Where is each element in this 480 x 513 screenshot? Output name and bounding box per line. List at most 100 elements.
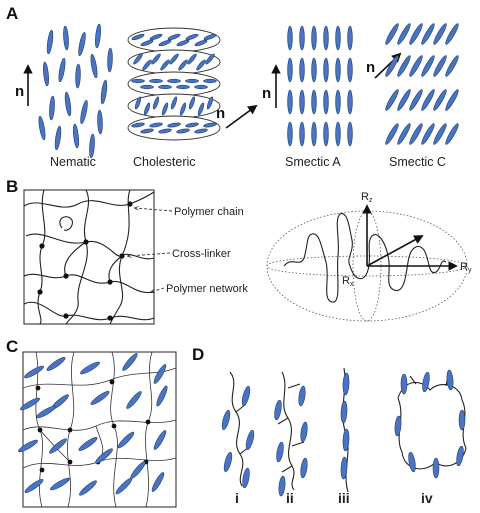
cholesteric-mesogen	[187, 53, 197, 65]
smectic-a-mesogen	[323, 121, 329, 147]
side-chain-mesogen	[298, 385, 306, 407]
smectic-c-mesogens	[385, 23, 459, 145]
nematic-mesogen	[46, 29, 54, 55]
architecture-i: i	[221, 371, 255, 506]
smectic-c-mesogen	[445, 123, 459, 145]
smectic-a-mesogen	[299, 57, 305, 83]
side-chain-mesogen	[300, 421, 308, 443]
nematic-mesogen	[107, 47, 113, 73]
caption-i: i	[235, 490, 239, 506]
smectic-c-mesogen	[397, 123, 411, 145]
caption-iii: iii	[338, 490, 350, 506]
smectic-a-mesogen	[311, 57, 317, 83]
smectic-a-mesogen	[335, 57, 341, 83]
lce-mesogen	[117, 431, 135, 449]
smectic-a-mesogen	[299, 121, 305, 147]
cholesteric-mesogen	[203, 122, 217, 128]
cholesteric-mesogen	[176, 128, 190, 134]
smectic-c-mesogen	[397, 89, 411, 111]
nematic-mesogen	[38, 115, 46, 141]
ring-mesogen	[400, 373, 408, 395]
lce-network-chains	[22, 351, 177, 508]
smectic-c-mesogen	[433, 23, 447, 45]
cholesteric-mesogen	[203, 78, 217, 84]
side-chain-mesogen	[300, 457, 308, 479]
smectic-a-mesogen	[287, 121, 293, 147]
cholesteric-mesogen	[158, 39, 172, 47]
panel-a: A n Nematic n Cholesteric n Smectic A n	[6, 4, 459, 169]
cholesteric-mesogen	[142, 59, 152, 71]
nematic-mesogen	[63, 25, 69, 51]
cholesteric-mesogen	[176, 84, 190, 90]
cholesteric-mesogen	[149, 122, 163, 128]
panel-b-label: B	[6, 177, 18, 196]
smectic-a-mesogen	[311, 25, 317, 51]
lce-mesogen	[153, 364, 167, 384]
lce-mesogen	[130, 461, 146, 479]
lce-mesogen	[122, 353, 138, 371]
side-chain-mesogen	[223, 452, 233, 472]
lce-mesogens	[18, 353, 168, 496]
nematic-mesogen	[49, 95, 55, 121]
lce-mesogen	[78, 437, 98, 451]
smectic-c-mesogen	[421, 23, 435, 45]
cholesteric-mesogen	[185, 122, 199, 128]
main-chain-mesogen	[340, 456, 348, 480]
cholesteric-mesogen	[160, 59, 170, 71]
architecture-iii: iii	[338, 367, 350, 506]
caption-cholesteric: Cholesteric	[133, 155, 196, 169]
smectic-c-mesogen	[385, 123, 399, 145]
side-chain-mesogen	[221, 410, 231, 430]
lce-mesogen	[46, 357, 66, 371]
cholesteric-mesogen	[194, 39, 208, 47]
cholesteric-mesogen	[140, 39, 154, 47]
lce-network-box	[22, 351, 177, 508]
smectic-a-mesogen	[347, 57, 353, 83]
smectic-c-mesogen	[421, 55, 435, 77]
smectic-c-mesogen	[445, 89, 459, 111]
cholesteric-mesogen	[131, 78, 145, 84]
lce-mesogen	[24, 365, 44, 379]
main-chain-mesogen	[340, 400, 348, 424]
panel-a-label: A	[6, 4, 18, 23]
nematic-mesogen	[58, 57, 66, 83]
side-chain-mesogen	[274, 399, 282, 421]
nematic-mesogen	[75, 63, 81, 89]
lce-mesogen	[24, 479, 44, 493]
ring-mesogen	[394, 415, 402, 437]
cholesteric-director-arrow	[225, 104, 258, 129]
cholesteric-mesogen	[194, 128, 208, 134]
cholesteric-mesogen	[149, 33, 163, 41]
cholesteric-mesogen	[170, 96, 178, 110]
annotation-cross-linker: Cross-linker	[172, 248, 231, 260]
lce-mesogen	[20, 397, 40, 411]
main-chain-mesogen	[342, 372, 350, 396]
ring-mesogen	[422, 371, 430, 393]
cholesteric-mesogen	[206, 96, 214, 110]
caption-iv: iv	[421, 490, 433, 506]
nematic-mesogen	[97, 109, 103, 135]
smectic-a-mesogen	[347, 25, 353, 51]
smectic-c-mesogen	[409, 23, 423, 45]
lce-mesogen	[115, 477, 133, 495]
cholesteric-mesogen	[131, 33, 145, 41]
cholesteric-mesogen	[179, 102, 187, 116]
nematic-mesogen	[89, 133, 95, 159]
smectic-a-mesogen	[347, 121, 353, 147]
cholesteric-director-label: n	[216, 105, 225, 122]
architecture-ii: ii	[274, 371, 308, 506]
smectic-a-mesogen	[299, 25, 305, 51]
nematic-mesogens	[38, 23, 113, 159]
side-chain-mesogen	[276, 441, 284, 463]
smectic-a-mesogen	[311, 121, 317, 147]
cholesteric-mesogen	[167, 78, 181, 84]
smectic-c-mesogen	[421, 123, 435, 145]
caption-smectic-c: Smectic C	[389, 155, 446, 169]
cholesteric-mesogen	[167, 33, 181, 41]
smectic-c-arrangement: n Smectic C	[366, 23, 459, 169]
smectic-a-mesogen	[323, 89, 329, 115]
nematic-mesogen	[78, 31, 86, 57]
lce-mesogen	[153, 430, 167, 450]
axis-rx-arrow	[366, 235, 424, 267]
smectic-c-mesogen	[445, 23, 459, 45]
